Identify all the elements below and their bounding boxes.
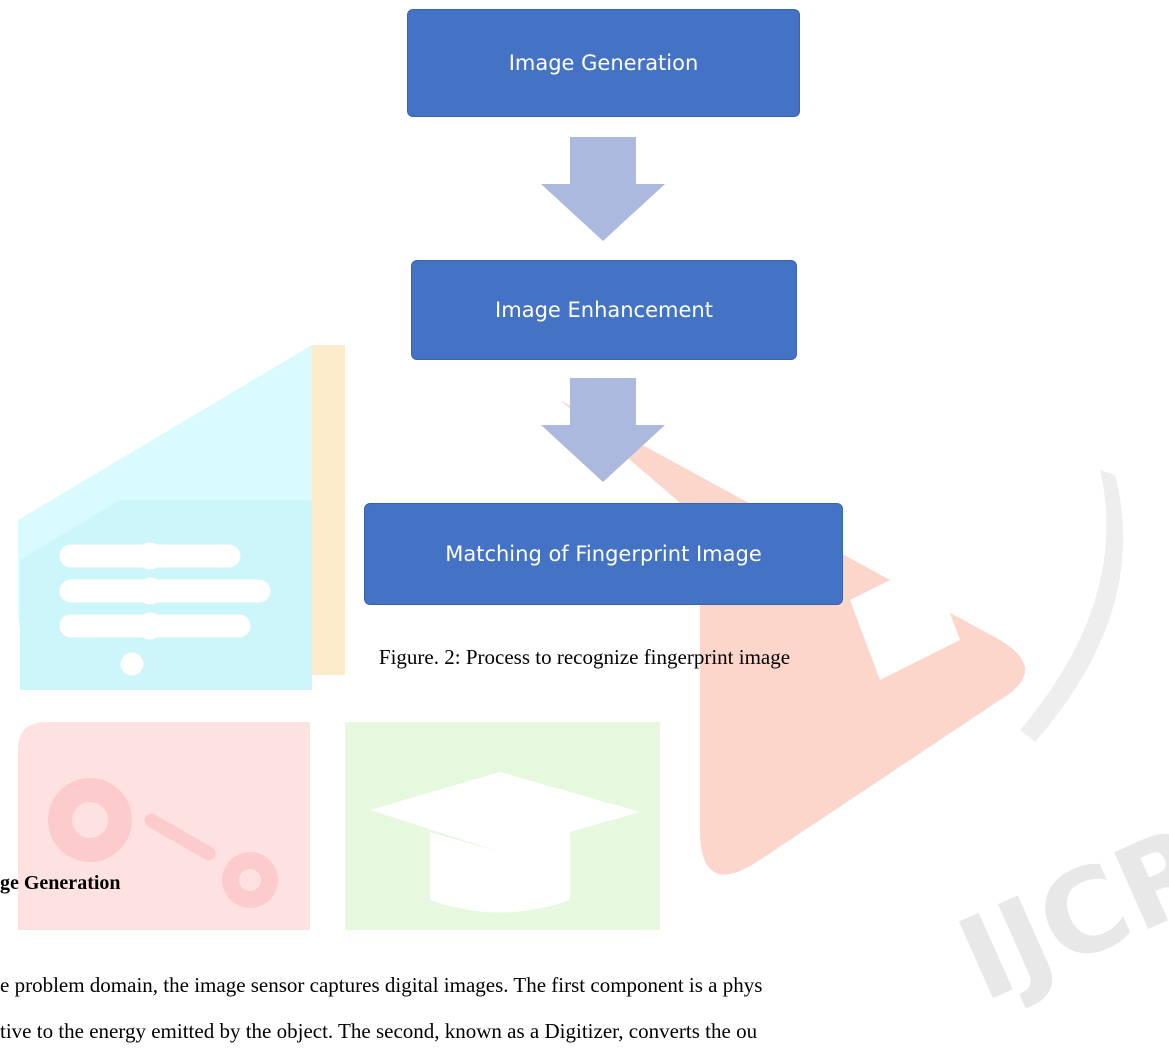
watermark-gear-panel [18,722,310,930]
down-arrow-icon [541,378,665,482]
body-text-line: e problem domain, the image sensor captu… [0,973,763,997]
body-text-line: tive to the energy emitted by the object… [0,1019,758,1043]
flowchart-step-matching: Matching of Fingerprint Image [364,503,843,605]
flowchart-step-image-enhancement: Image Enhancement [411,260,797,360]
step-label: Image Enhancement [495,298,713,322]
watermark-book-panel [560,400,1025,875]
watermark-lettering: IJCRT [940,470,1169,1028]
watermark-graduation-panel [345,722,660,930]
step-label: Image Generation [508,51,699,75]
flowchart-step-image-generation: Image Generation [407,9,800,117]
figure-caption: Figure. 2: Process to recognize fingerpr… [378,645,791,669]
watermark-circuit-panel [18,345,345,690]
step-label: Matching of Fingerprint Image [445,542,762,566]
section-heading: ge Generation [0,872,121,894]
svg-text:IJCRT: IJCRT [940,771,1169,1028]
down-arrow-icon [541,137,665,241]
